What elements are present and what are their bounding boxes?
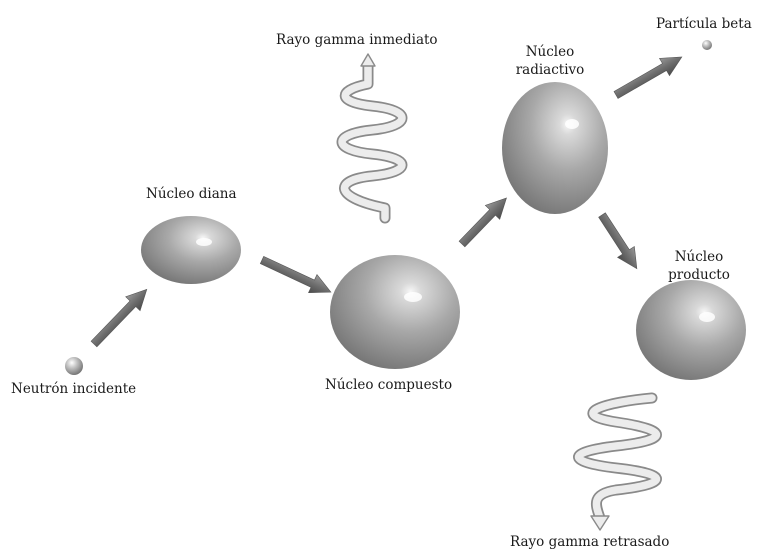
label-beta-particle: Partícula beta <box>656 16 752 32</box>
arrow-neutron-to-target <box>87 282 154 351</box>
label-radioactive-nucleus-line2: radiactivo <box>516 62 585 78</box>
incident-neutron-sphere <box>65 357 83 375</box>
target-nucleus <box>141 216 241 284</box>
label-product-nucleus-line1: Núcleo <box>675 249 724 265</box>
label-delayed-gamma-ray: Rayo gamma retrasado <box>510 534 669 549</box>
arrow-target-to-compound <box>258 251 335 301</box>
arrow-compound-to-radioactive <box>455 191 514 251</box>
compound-nucleus <box>330 255 460 369</box>
label-compound-nucleus: Núcleo compuesto <box>325 377 452 393</box>
beta-particle-sphere <box>702 40 712 50</box>
label-prompt-gamma-ray: Rayo gamma inmediato <box>276 32 438 48</box>
label-radioactive-nucleus-line1: Núcleo <box>526 44 575 60</box>
prompt-gamma-ray-coil <box>342 54 402 218</box>
label-product-nucleus-line2: producto <box>668 267 730 283</box>
arrow-radioactive-to-product <box>594 210 646 275</box>
product-nucleus <box>636 280 746 380</box>
label-target-nucleus: Núcleo diana <box>146 186 237 202</box>
radioactive-nucleus <box>502 82 608 214</box>
label-incident-neutron: Neutrón incidente <box>11 381 136 397</box>
delayed-gamma-ray-coil <box>579 398 657 530</box>
arrow-radioactive-to-beta <box>611 48 687 103</box>
